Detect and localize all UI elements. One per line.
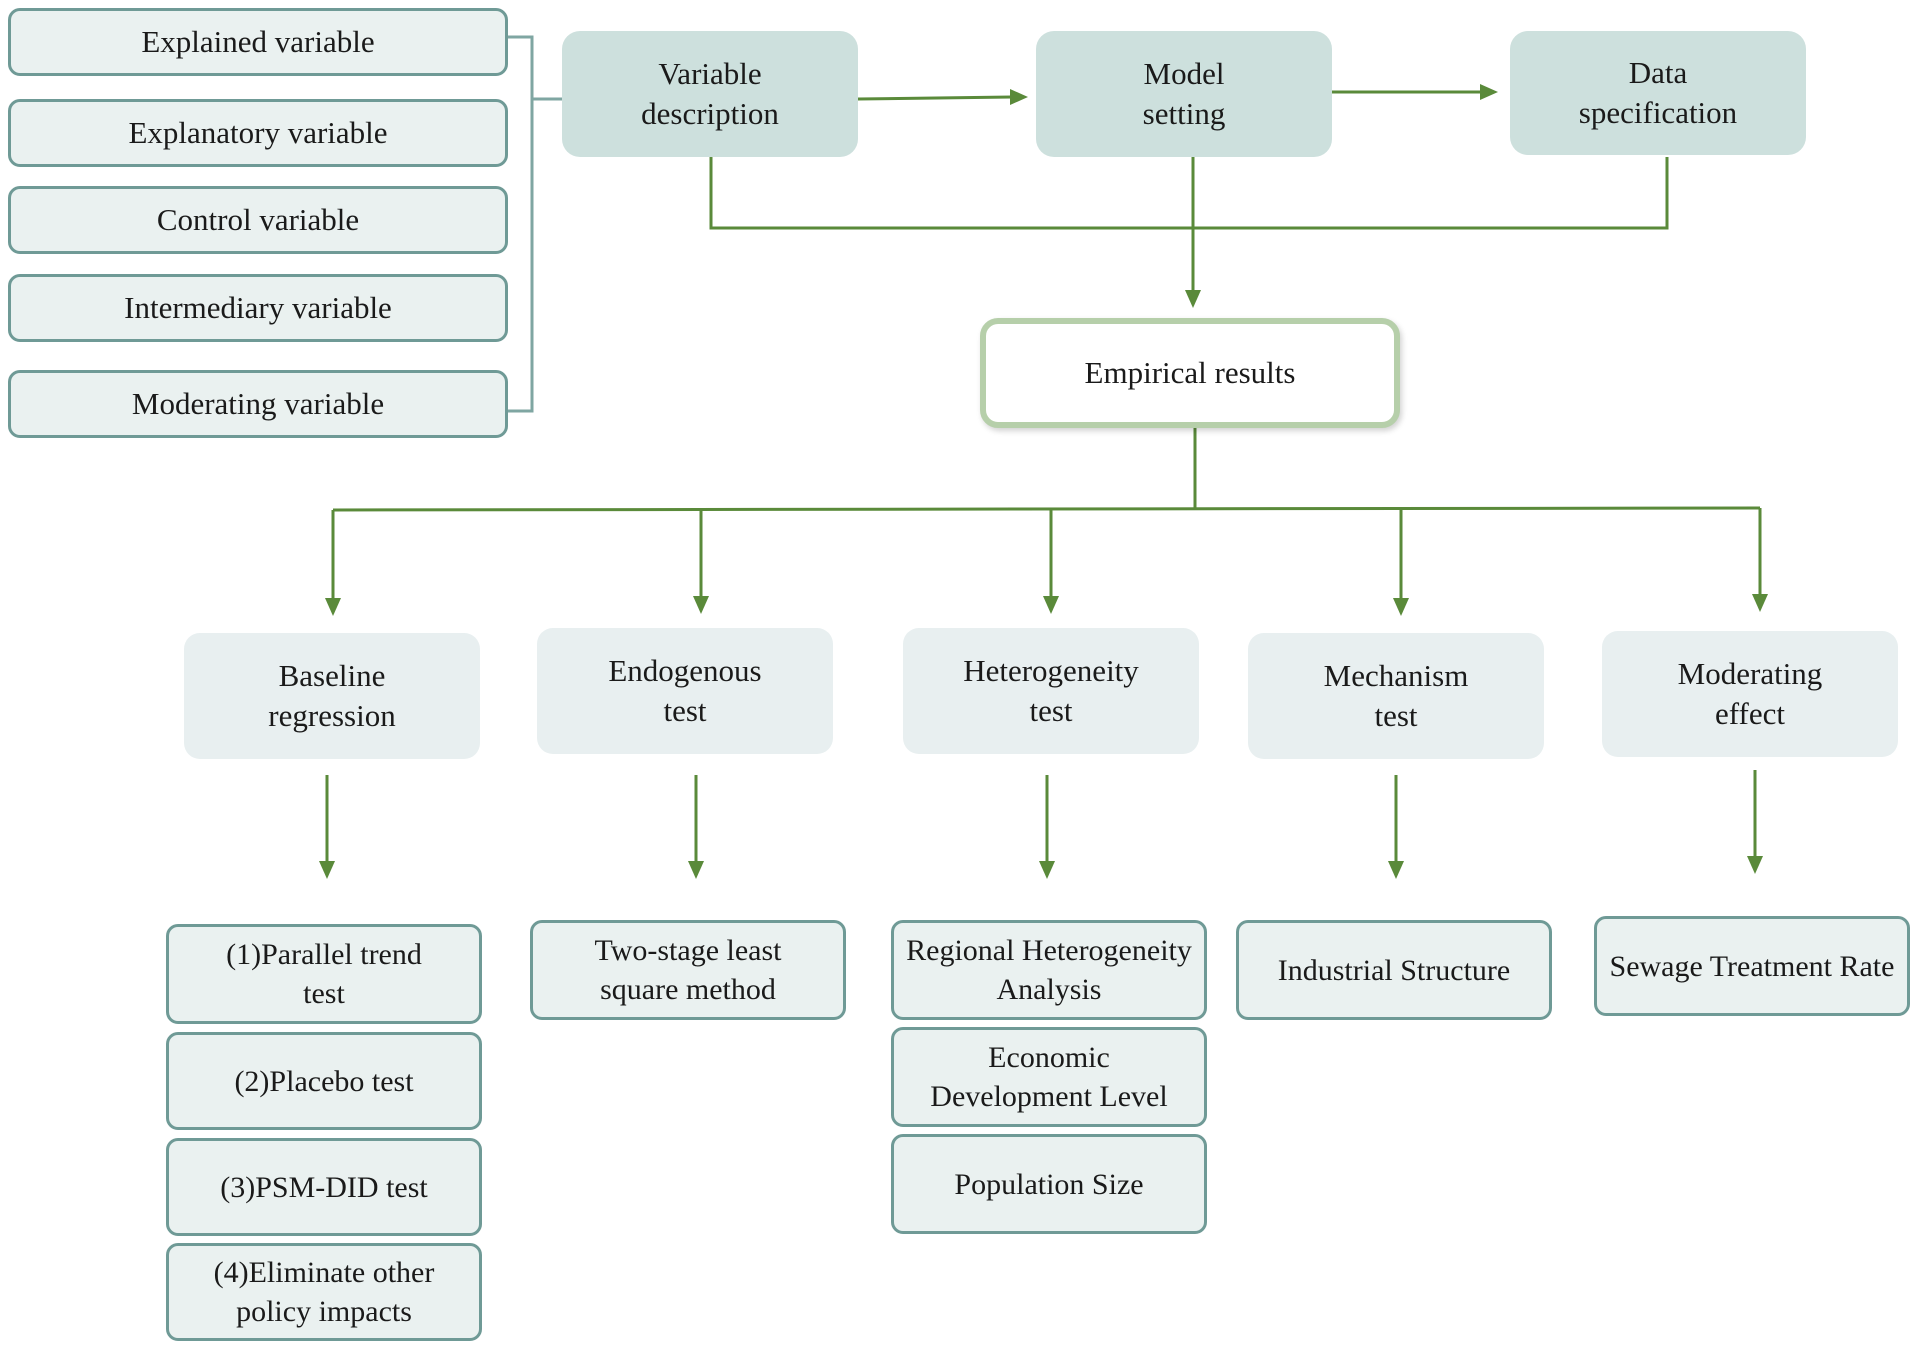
box-label: Empirical results (1084, 354, 1296, 390)
box-label-line: regression (268, 698, 396, 733)
box-label-line: Regional Heterogeneity (906, 934, 1192, 967)
box-label-line: effect (1715, 696, 1785, 731)
box-label-line: Heterogeneity (963, 652, 1139, 688)
box-label-line: setting (1142, 96, 1226, 131)
arrowhead (1388, 861, 1404, 879)
box-label-line: Development Level (930, 1080, 1168, 1113)
box-label-line: test (663, 693, 707, 728)
box-label-line: Moderating (1677, 655, 1823, 691)
leaf-two-stage-least-square: Two-stage least square method (530, 920, 846, 1020)
branch-line (332, 506, 1761, 512)
leaf-parallel-trend-test: (1)Parallel trend test (166, 924, 482, 1024)
box-label: Sewage Treatment Rate (1609, 949, 1895, 983)
empirical-results: Empirical results (980, 318, 1400, 428)
category-endogenous-test: Endogenous test (537, 628, 833, 754)
variable-explained: Explained variable (8, 8, 508, 76)
box-label: Population Size (954, 1167, 1144, 1201)
arrowhead (325, 598, 341, 616)
step-data-specification: Data specification (1510, 31, 1806, 155)
variable-moderating: Moderating variable (8, 370, 508, 438)
box-label: Industrial Structure (1277, 953, 1511, 987)
box-label: Explained variable (141, 23, 375, 59)
box-label-line: (1)Parallel trend (226, 938, 422, 971)
arrowhead (693, 596, 709, 614)
box-label-line: description (641, 96, 779, 131)
category-baseline-regression: Baseline regression (184, 633, 480, 759)
leaf-placebo-test: (2)Placebo test (166, 1032, 482, 1130)
box-label-line: Endogenous (608, 652, 762, 688)
box-label-line: test (303, 977, 345, 1010)
leaf-industrial-structure: Industrial Structure (1236, 920, 1552, 1020)
box-label-line: test (1374, 698, 1418, 733)
box-label-line: Analysis (996, 973, 1102, 1006)
box-label-line: Model (1143, 55, 1225, 91)
box-label: Intermediary variable (124, 289, 392, 325)
box-label-line: Economic (988, 1041, 1110, 1074)
arrowhead (1185, 290, 1201, 308)
arrowhead (688, 861, 704, 879)
box-label-line: Two-stage least (594, 934, 782, 967)
variable-control: Control variable (8, 186, 508, 254)
box-label: (2)Placebo test (234, 1064, 414, 1098)
box-label: Moderating variable (131, 385, 385, 421)
box-label-line: specification (1578, 95, 1738, 130)
variable-explanatory: Explanatory variable (8, 99, 508, 167)
box-label-line: (4)Eliminate other (213, 1256, 435, 1289)
leaf-eliminate-other-policy: (4)Eliminate other policy impacts (166, 1243, 482, 1341)
arrowhead (1393, 598, 1409, 616)
box-label: Explanatory variable (128, 114, 388, 150)
box-label: Control variable (156, 201, 360, 237)
box-label-line: policy impacts (236, 1295, 412, 1328)
arrowhead (319, 861, 335, 879)
leaf-sewage-treatment-rate: Sewage Treatment Rate (1594, 916, 1910, 1016)
category-mechanism-test: Mechanism test (1248, 633, 1544, 759)
arrow-description-to-model (857, 95, 1013, 101)
box-label-line: Baseline (278, 657, 386, 693)
box-label-line: Data (1628, 54, 1688, 90)
arrowhead (1752, 594, 1768, 612)
step-variable-description: Variable description (562, 31, 858, 157)
box-label-line: Variable (658, 55, 762, 91)
merge-line (709, 157, 1669, 230)
step-model-setting: Model setting (1036, 31, 1332, 157)
arrowhead (1039, 861, 1055, 879)
box-label-line: Mechanism (1323, 657, 1469, 693)
category-heterogeneity-test: Heterogeneity test (903, 628, 1199, 754)
arrowhead (1043, 596, 1059, 614)
category-moderating-effect: Moderating effect (1602, 631, 1898, 757)
box-label-line: square method (600, 973, 776, 1006)
variable-bracket (508, 35, 562, 413)
leaf-population-size: Population Size (891, 1134, 1207, 1234)
arrowhead (1747, 856, 1763, 874)
leaf-psm-did-test: (3)PSM-DID test (166, 1138, 482, 1236)
box-label-line: test (1029, 693, 1073, 728)
arrowhead (1010, 89, 1028, 105)
box-label: (3)PSM-DID test (220, 1170, 428, 1204)
arrowhead (1480, 84, 1498, 100)
variable-intermediary: Intermediary variable (8, 274, 508, 342)
